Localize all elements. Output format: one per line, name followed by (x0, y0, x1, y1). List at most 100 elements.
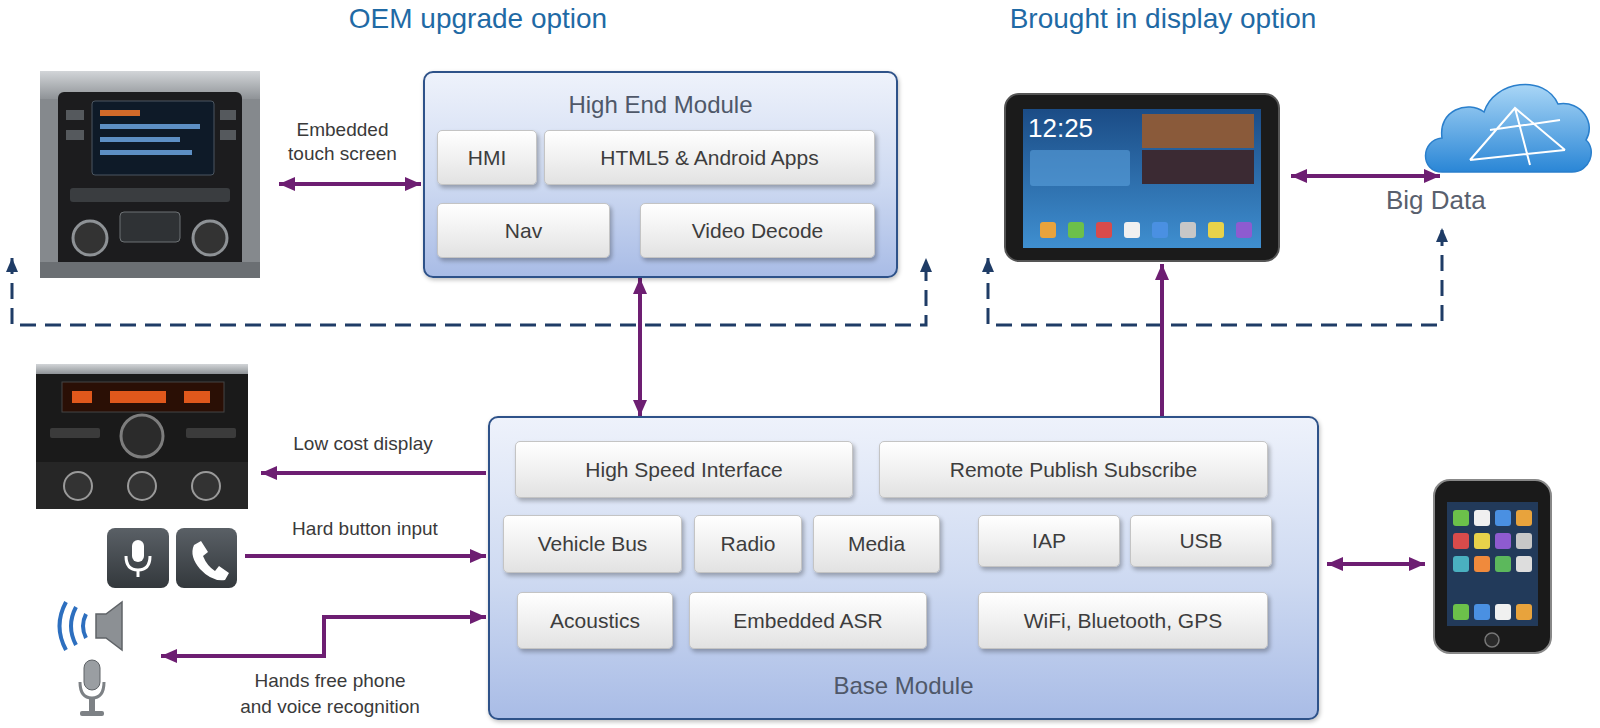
speaker-icon (60, 602, 123, 650)
unit-face (36, 364, 248, 509)
sound-wave (83, 614, 86, 638)
function-box: HTML5 & Android Apps (544, 130, 875, 185)
box-label: USB (1179, 528, 1222, 554)
device-arrow (245, 554, 486, 558)
low-cost-headunit (36, 364, 248, 509)
app-grid (1453, 510, 1532, 620)
segment (184, 391, 210, 403)
mic-glyph (137, 570, 140, 577)
button (50, 428, 100, 438)
box-label: IAP (1032, 528, 1066, 554)
function-box: Acoustics (517, 592, 673, 649)
button-face (107, 528, 169, 588)
button-row (70, 188, 230, 202)
mic-head (84, 660, 100, 690)
screen-detail (100, 110, 140, 116)
mic-button (107, 528, 169, 588)
section-heading: Brought in display option (973, 3, 1353, 35)
box-label: High Speed Interface (585, 457, 782, 483)
weather-widget (1030, 150, 1130, 186)
knob (121, 415, 163, 457)
dashed-upgrade-path (988, 228, 1442, 325)
arrow-label: Embedded touch screen (280, 118, 405, 166)
unit-face (58, 92, 242, 270)
function-box: Media (813, 515, 940, 573)
photo-tile (1142, 150, 1254, 184)
button-face (176, 528, 237, 588)
app-icon (1495, 510, 1511, 526)
app-icon (1453, 510, 1469, 526)
device-arrow (279, 182, 421, 186)
knob (128, 472, 156, 500)
network-lines (1470, 108, 1565, 165)
speaker-body (96, 602, 122, 650)
module-box: Base ModuleHigh Speed InterfaceRemote Pu… (488, 416, 1319, 720)
box-label: Radio (721, 531, 776, 557)
screen-detail (100, 137, 180, 142)
box-label: WiFi, Bluetooth, GPS (1024, 608, 1222, 634)
dashboard (40, 71, 260, 278)
app-icon (1474, 510, 1490, 526)
function-box: WiFi, Bluetooth, GPS (978, 592, 1268, 649)
function-box: USB (1130, 515, 1272, 567)
function-box: Embedded ASR (689, 592, 927, 649)
app-icon (1453, 604, 1469, 620)
touchscreen-headunit (40, 71, 260, 278)
box-label: Acoustics (550, 608, 640, 634)
app-icon (1516, 556, 1532, 572)
box-label: Vehicle Bus (538, 531, 648, 557)
knob (193, 221, 227, 255)
cloud-shape (1426, 84, 1592, 172)
device-arrow (1291, 174, 1440, 178)
box-label: Embedded ASR (733, 608, 882, 634)
screen-detail (100, 124, 200, 129)
device-arrow (1160, 264, 1164, 440)
knob (64, 472, 92, 500)
mic-holder (80, 682, 104, 698)
app-icon (1474, 556, 1490, 572)
climate-panel (36, 462, 248, 509)
app-icon (1096, 222, 1112, 238)
box-label: Nav (505, 218, 542, 244)
mic-stand (89, 698, 95, 712)
photo-tile (1142, 114, 1254, 148)
function-box: High Speed Interface (515, 441, 853, 498)
phone-body (1434, 480, 1551, 653)
sound-wave (60, 602, 67, 650)
app-icon (1516, 510, 1532, 526)
cloud-label: Big Data (1386, 185, 1486, 215)
function-box: Video Decode (640, 203, 875, 258)
function-box: Nav (437, 203, 610, 258)
arrow-label: Hands free phone and voice recognition (238, 668, 422, 720)
tablet (1005, 94, 1279, 261)
tablet-body (1005, 94, 1279, 261)
knob (192, 472, 220, 500)
mic-base (80, 711, 104, 716)
app-icon (1495, 533, 1511, 549)
phone-button (176, 528, 237, 588)
screen (92, 101, 214, 175)
dashboard-lower (40, 262, 260, 278)
app-icon (1180, 222, 1196, 238)
box-label: HMI (468, 145, 507, 171)
box-label: Video Decode (692, 218, 824, 244)
app-icon (1124, 222, 1140, 238)
app-icon (1495, 556, 1511, 572)
sound-wave (71, 607, 76, 645)
app-icon (1040, 222, 1056, 238)
segment-display (62, 382, 224, 412)
center-panel (120, 212, 180, 242)
smartphone (1434, 480, 1551, 653)
screen-clock: 12:25 (1028, 113, 1093, 143)
device-arrow (1327, 562, 1425, 566)
app-icon (1208, 222, 1224, 238)
tablet-screen (1023, 109, 1261, 248)
box-label: Media (848, 531, 905, 557)
side-button (66, 130, 84, 140)
function-box: HMI (437, 130, 537, 185)
function-box: Radio (694, 515, 802, 573)
app-icon (1068, 222, 1084, 238)
function-box: Remote Publish Subscribe (879, 441, 1268, 498)
module-box: High End ModuleHMIHTML5 & Android AppsNa… (423, 71, 898, 278)
arrow-label: Hard button input (265, 517, 465, 541)
